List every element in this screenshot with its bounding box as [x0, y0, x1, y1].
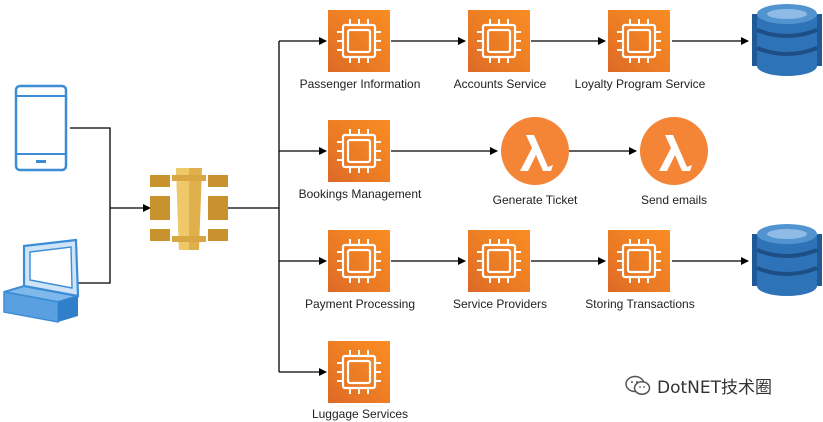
laptop-icon [3, 238, 80, 323]
label-payment-processing: Payment Processing [304, 297, 416, 311]
label-bookings-management: Bookings Management [298, 187, 422, 201]
ec2-instance-icon [326, 8, 392, 74]
ec2-instance-icon [466, 8, 532, 74]
ec2-instance-icon [606, 228, 672, 294]
watermark: DotNET技术圈 [625, 373, 772, 398]
ec2-instance-icon [326, 339, 392, 405]
ec2-instance-icon [606, 8, 672, 74]
dynamodb-icon [750, 2, 823, 78]
service-connectors [391, 37, 749, 265]
label-generate-ticket: Generate Ticket [492, 193, 578, 207]
ec2-instance-icon [326, 118, 392, 184]
label-send-emails: Send emails [640, 193, 708, 207]
label-luggage-services: Luggage Services [311, 407, 409, 421]
api-gateway-icon [150, 168, 228, 250]
watermark-text: DotNET技术圈 [657, 378, 772, 398]
mobile-phone-icon [14, 84, 68, 172]
lambda-icon [640, 117, 708, 185]
label-loyalty-program-service: Loyalty Program Service [574, 77, 706, 91]
dynamodb-icon [750, 222, 823, 298]
gateway-connectors [228, 37, 327, 376]
label-accounts-service: Accounts Service [453, 77, 547, 91]
ec2-instance-icon [326, 228, 392, 294]
client-connectors [70, 127, 151, 284]
chat-bubble-icon [625, 375, 651, 395]
label-storing-transactions: Storing Transactions [585, 297, 695, 311]
ec2-instance-icon [466, 228, 532, 294]
lambda-icon [501, 117, 569, 185]
label-service-providers: Service Providers [452, 297, 548, 311]
label-passenger-information: Passenger Information [299, 77, 421, 91]
